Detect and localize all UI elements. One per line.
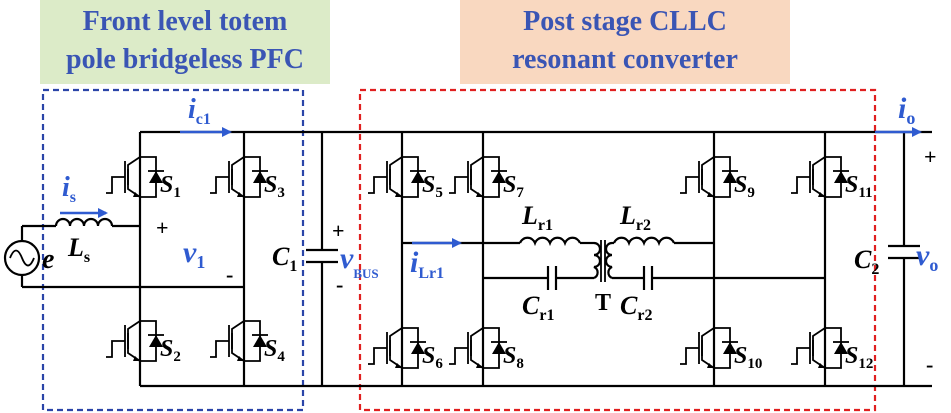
- ilr1-label: iLr1: [410, 246, 444, 282]
- vbus-minus: -: [336, 272, 343, 297]
- cr2-label: Cr2: [620, 291, 652, 324]
- s11-label: S11: [845, 172, 873, 201]
- vbus-plus: +: [332, 218, 345, 243]
- transformer-primary: [593, 241, 602, 280]
- s5-label: S5: [422, 172, 443, 201]
- transformer-secondary: [604, 241, 613, 280]
- is-label: is: [62, 172, 76, 206]
- switch-s11-icon: [790, 146, 850, 208]
- cllc-title-line2: resonant converter: [512, 44, 738, 75]
- s9-label: S9: [734, 172, 755, 201]
- s12-label: S12: [845, 343, 873, 372]
- switch-s10-icon: [679, 317, 739, 379]
- switch-s4-icon: [209, 310, 269, 372]
- v1-minus: -: [226, 262, 233, 287]
- pfc-title-line2: pole bridgeless PFC: [66, 44, 304, 75]
- output-minus: -: [926, 352, 933, 377]
- switch-s5-icon: [367, 146, 427, 208]
- switch-s2-icon: [105, 310, 165, 372]
- cllc-dashed-box: [358, 88, 877, 412]
- c2-label: C2: [854, 245, 879, 278]
- switch-s6-icon: [367, 317, 427, 379]
- lr2-label: Lr2: [619, 201, 651, 234]
- inductor-lr1: [518, 236, 582, 247]
- s4-label: S4: [264, 336, 285, 365]
- lr1-label: Lr1: [521, 201, 553, 234]
- switch-s7-icon: [448, 146, 508, 208]
- s8-label: S8: [503, 343, 524, 372]
- cllc-title-box: [460, 0, 790, 84]
- ls-label: Ls: [67, 233, 90, 266]
- vbus-label: vBUS: [340, 242, 379, 281]
- s10-label: S10: [734, 343, 762, 372]
- ic1-label: ic1: [188, 94, 211, 128]
- inductor-ls: [54, 217, 114, 227]
- s1-label: S1: [160, 172, 181, 201]
- pfc-title-box: [40, 0, 330, 84]
- s7-label: S7: [503, 172, 524, 201]
- output-plus: +: [924, 144, 937, 169]
- vo-label: vo: [916, 239, 938, 275]
- s6-label: S6: [422, 343, 443, 372]
- switch-s3-icon: [209, 146, 269, 208]
- io-label: io: [898, 92, 915, 128]
- c1-label: C1: [272, 242, 297, 275]
- switch-s1-icon: [105, 146, 165, 208]
- s2-label: S2: [160, 336, 181, 365]
- cr1-label: Cr1: [522, 291, 554, 324]
- switch-s12-icon: [790, 317, 850, 379]
- v1-plus: +: [156, 215, 169, 240]
- switch-s8-icon: [448, 317, 508, 379]
- source-label: e: [42, 244, 54, 275]
- transformer-label: T: [595, 290, 611, 316]
- switch-s9-icon: [679, 146, 739, 208]
- cllc-title-line1: Post stage CLLC: [523, 6, 727, 37]
- pfc-dashed-box: [41, 88, 305, 412]
- v1-label: v1: [183, 236, 205, 272]
- pfc-title-line1: Front level totem: [83, 6, 288, 37]
- inductor-lr2: [612, 236, 676, 247]
- s3-label: S3: [264, 172, 285, 201]
